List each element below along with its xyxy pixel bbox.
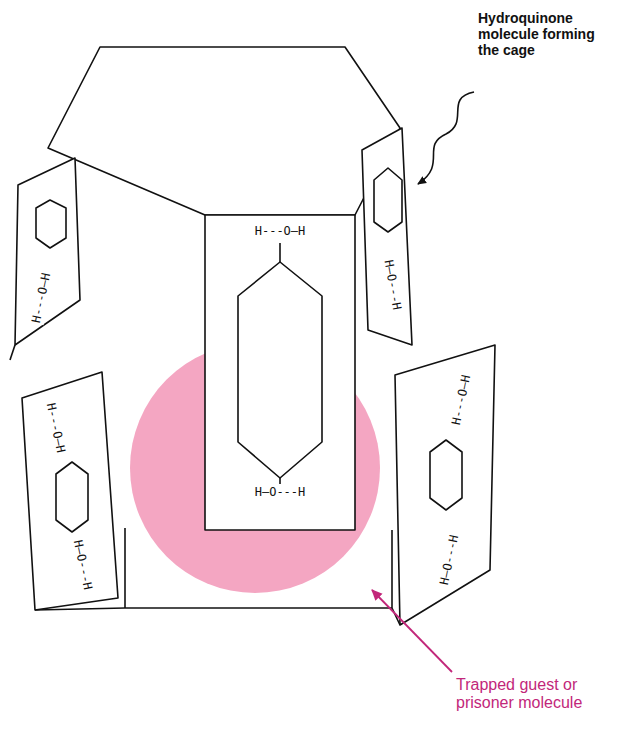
hydroxyl-bond: H—O---H: [254, 486, 307, 500]
cage-label: Hydroquinone molecule forming the cage: [478, 10, 596, 58]
guest-label: Trapped guest or prisoner molecule: [456, 676, 606, 713]
hydroxyl-bond: H---O—H: [254, 225, 307, 239]
